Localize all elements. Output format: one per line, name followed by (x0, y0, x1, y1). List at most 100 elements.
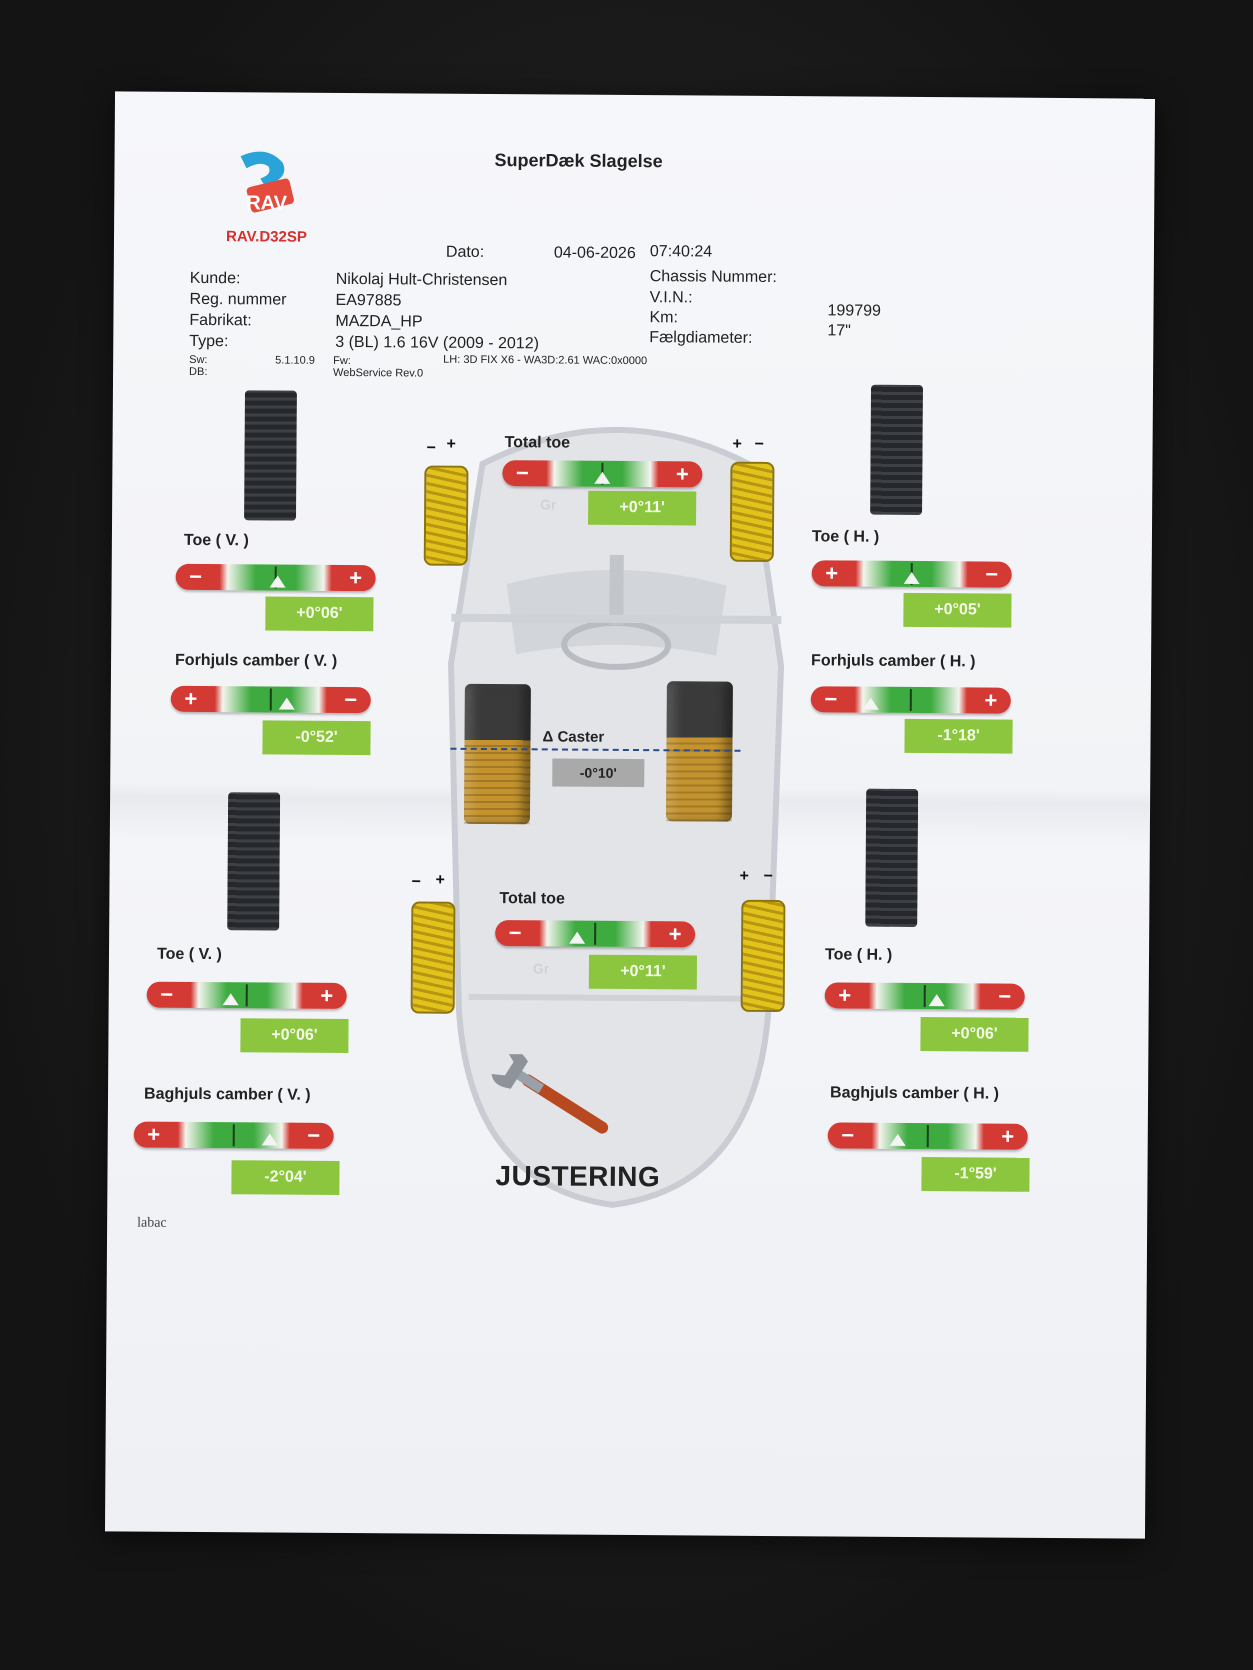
fabrikat-value: MAZDA_HP (335, 312, 423, 331)
gauge-center-tick (232, 1124, 235, 1147)
gauge-indicator (278, 697, 295, 710)
gauge-indicator (222, 993, 239, 1006)
gauge-indicator (569, 931, 586, 944)
gauge-minus: − (508, 920, 522, 946)
front-toe-right-label: Toe ( H. ) (811, 528, 880, 546)
gauge-minus: − (307, 1122, 321, 1148)
wrench-icon (491, 1054, 609, 1134)
gauge-center-tick (909, 688, 912, 711)
tire-tread-icon (244, 390, 297, 521)
kunde-label: Kunde: (189, 269, 241, 288)
gauge-indicator (889, 1133, 906, 1146)
rear-camber-left-value: -2°04' (231, 1160, 340, 1195)
fabrikat-label: Fabrikat: (189, 311, 252, 330)
caster-label: Δ Caster (542, 728, 605, 746)
db-label: DB: (189, 365, 208, 379)
gauge-minus: − (189, 563, 203, 590)
front-camber-right-label: Forhjuls camber ( H. ) (811, 652, 976, 671)
kunde-value: Nikolaj Hult-Christensen (335, 270, 508, 290)
gauge-plus: + (320, 982, 334, 1008)
justering-title: JUSTERING (495, 1160, 661, 1193)
gr-label: Gr (532, 960, 550, 977)
rear-total-toe-gauge: − + (495, 920, 696, 948)
rim-label: Fælgdiameter: (649, 329, 753, 347)
front-toe-left-label: Toe ( V. ) (183, 531, 249, 550)
rear-camber-left-label: Baghjuls camber ( V. ) (143, 1085, 311, 1104)
gauge-plus: + (984, 687, 998, 713)
rear-left-wheel (410, 901, 456, 1014)
tire-tread-icon (870, 384, 924, 516)
date-label: Dato: (445, 243, 485, 261)
gauge-plus: + (349, 565, 363, 591)
wheel-mark: + (739, 867, 749, 885)
rear-camber-right-value: -1°59' (921, 1157, 1030, 1192)
type-value: 3 (BL) 1.6 16V (2009 - 2012) (335, 333, 540, 353)
wheel-mark: − (763, 867, 773, 885)
fw-value: WebService Rev.0 (333, 366, 424, 380)
gauge-minus: − (824, 686, 838, 712)
wheel-mark: + (446, 435, 456, 453)
rear-toe-left-value: +0°06' (240, 1018, 349, 1054)
rav-logo-icon (240, 151, 294, 213)
sw-label: Sw: (189, 353, 208, 367)
gauge-minus: − (841, 1122, 855, 1148)
rear-toe-right-gauge: + − (824, 982, 1025, 1010)
gauge-indicator (594, 471, 611, 484)
lh-value: LH: 3D FIX X6 - WA3D:2.61 WAC:0x0000 (443, 353, 648, 368)
date-value: 04-06-2026 (553, 244, 636, 263)
tire-tread-icon (865, 788, 919, 928)
rear-toe-left-label: Toe ( V. ) (156, 945, 222, 964)
logo-model: RAV.D32SP (225, 228, 307, 246)
front-toe-left-gauge: − + (175, 563, 376, 592)
front-toe-right-value: +0°05' (903, 592, 1012, 628)
gauge-plus: + (1001, 1123, 1015, 1149)
front-camber-right-value: -1°18' (904, 718, 1013, 754)
km-label: Km: (649, 309, 678, 327)
fw-label: Fw: (333, 354, 351, 368)
front-camber-left-label: Forhjuls camber ( V. ) (175, 651, 338, 670)
gauge-minus: − (160, 981, 174, 1007)
front-camber-left-gauge: + − (170, 685, 371, 714)
reg-value: EA97885 (335, 291, 402, 310)
gauge-minus: − (515, 460, 529, 486)
gauge-minus: − (985, 561, 999, 587)
gauge-indicator (862, 697, 879, 710)
vin-label: V.I.N.: (649, 289, 693, 307)
gauge-indicator (261, 1133, 278, 1146)
gauge-plus: + (147, 1121, 161, 1147)
front-toe-left-value: +0°06' (265, 596, 374, 632)
reg-label: Reg. nummer (189, 290, 287, 309)
gauge-indicator (269, 575, 286, 588)
gauge-center-tick (926, 1125, 929, 1148)
car-outline-icon (448, 426, 785, 1208)
front-left-wheel (423, 465, 469, 566)
wheel-mark: − (426, 439, 436, 457)
alignment-report-sheet: RAV RAV.D32SP SuperDæk Slagelse Dato: 04… (104, 91, 1156, 1539)
caster-value: -0°10' (552, 758, 645, 788)
gauge-plus: + (825, 560, 839, 586)
wheel-mark: − (754, 435, 764, 453)
rear-total-toe-label: Total toe (499, 890, 565, 908)
gauge-plus: + (184, 685, 198, 711)
gauge-indicator (903, 571, 920, 585)
front-total-toe-label: Total toe (504, 434, 571, 452)
gauge-indicator (928, 994, 945, 1007)
gauge-minus: − (344, 687, 358, 713)
tire-tread-icon (227, 792, 281, 931)
front-right-wheel (729, 461, 775, 562)
gauge-minus: − (998, 983, 1012, 1009)
gauge-plus: + (675, 461, 689, 487)
rim-value: 17" (827, 322, 851, 340)
front-total-toe-gauge: − + (502, 460, 703, 488)
time-value: 07:40:24 (649, 243, 713, 261)
rear-toe-right-value: +0°06' (920, 1017, 1029, 1052)
gr-label: Gr (540, 496, 557, 513)
sw-value: 5.1.10.9 (275, 354, 315, 367)
front-camber-right-gauge: − + (810, 686, 1011, 714)
logo-brand: RAV (246, 192, 288, 215)
gauge-center-tick (245, 984, 248, 1007)
front-toe-right-gauge: + − (811, 560, 1012, 588)
gauge-plus: + (668, 921, 682, 947)
front-camber-left-value: -0°52' (262, 720, 371, 756)
caster-cylinder-left (463, 683, 531, 825)
